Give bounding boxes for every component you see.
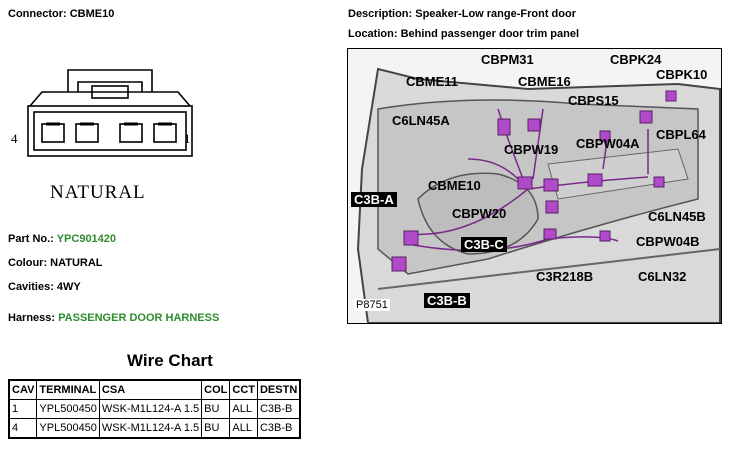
cell-csa: WSK-M1L124-A 1.5 bbox=[98, 418, 203, 439]
cell-destn: C3B-B bbox=[256, 399, 301, 419]
callout-c3b-c: C3B-C bbox=[461, 237, 507, 252]
cavities-line: Cavities: 4WY bbox=[8, 281, 81, 293]
part-no-value: YPC901420 bbox=[56, 233, 117, 245]
door-panel-drawing bbox=[356, 67, 721, 323]
cell-cav: 4 bbox=[8, 418, 38, 439]
header-destn: DESTN bbox=[256, 379, 301, 400]
connector-color-caption: NATURAL bbox=[50, 182, 146, 203]
callout-c3b-a: C3B-A bbox=[351, 192, 397, 207]
description-label: Description: bbox=[348, 8, 413, 20]
connector-line: Connector: CBME10 bbox=[8, 8, 114, 20]
cell-terminal: YPL500450 bbox=[36, 399, 100, 419]
connector-label: Connector: bbox=[8, 8, 67, 20]
cell-destn: C3B-B bbox=[256, 418, 301, 439]
callout-cbme16: CBME16 bbox=[518, 74, 571, 89]
callout-cbpw04b: CBPW04B bbox=[636, 234, 700, 249]
callout-cbpw19: CBPW19 bbox=[504, 142, 559, 157]
callout-cbpl64: CBPL64 bbox=[656, 127, 706, 142]
cell-cav: 1 bbox=[8, 399, 38, 419]
connector-value: CBME10 bbox=[69, 8, 115, 20]
part-no-line: Part No.: YPC901420 bbox=[8, 233, 116, 245]
description-line: Description: Speaker-Low range-Front doo… bbox=[348, 8, 576, 20]
location-line: Location: Behind passenger door trim pan… bbox=[348, 28, 579, 40]
location-value: Behind passenger door trim panel bbox=[400, 28, 580, 40]
part-no-label: Part No.: bbox=[8, 233, 54, 245]
harness-label: Harness: bbox=[8, 312, 56, 324]
callout-cbpm31: CBPM31 bbox=[481, 52, 534, 67]
harness-value: PASSENGER DOOR HARNESS bbox=[58, 312, 220, 324]
table-row: 1 YPL500450 WSK-M1L124-A 1.5 BU ALL C3B-… bbox=[8, 399, 301, 419]
figure-id: P8751 bbox=[354, 299, 390, 311]
colour-line: Colour: NATURAL bbox=[8, 257, 103, 269]
description-value: Speaker-Low range-Front door bbox=[415, 8, 576, 20]
callout-c3b-b: C3B-B bbox=[424, 293, 470, 308]
callout-c3r218b: C3R218B bbox=[536, 269, 594, 284]
colour-label: Colour: bbox=[8, 257, 48, 269]
header-terminal: TERMINAL bbox=[36, 379, 100, 400]
cavities-label: Cavities: bbox=[8, 281, 54, 293]
pin-right-label: 1 bbox=[184, 131, 191, 146]
cell-col: BU bbox=[201, 418, 231, 439]
location-photo: CBPM31 CBPK24 CBME11 CBME16 CBPK10 CBPS1… bbox=[347, 48, 722, 324]
header-col: COL bbox=[201, 379, 231, 400]
callout-cbme11: CBME11 bbox=[406, 74, 459, 89]
header-cav: CAV bbox=[8, 379, 38, 400]
callout-c6ln45a: C6LN45A bbox=[392, 113, 450, 128]
table-row: 4 YPL500450 WSK-M1L124-A 1.5 BU ALL C3B-… bbox=[8, 418, 301, 439]
callout-c6ln32: C6LN32 bbox=[638, 269, 687, 284]
callout-cbps15: CBPS15 bbox=[568, 93, 619, 108]
cell-cct: ALL bbox=[229, 399, 258, 419]
callout-cbpk24: CBPK24 bbox=[610, 52, 662, 67]
callout-c6ln45b: C6LN45B bbox=[648, 209, 706, 224]
callout-cbpw04a: CBPW04A bbox=[576, 136, 640, 151]
cell-terminal: YPL500450 bbox=[36, 418, 100, 439]
location-label: Location: bbox=[348, 28, 398, 40]
header-csa: CSA bbox=[98, 379, 203, 400]
wire-chart-title: Wire Chart bbox=[127, 351, 213, 370]
harness-line: Harness: PASSENGER DOOR HARNESS bbox=[8, 312, 219, 324]
callout-cbpw20: CBPW20 bbox=[452, 206, 507, 221]
header-cct: CCT bbox=[229, 379, 258, 400]
cell-col: BU bbox=[201, 399, 231, 419]
wire-chart-table: CAV TERMINAL CSA COL CCT DESTN 1 YPL5004… bbox=[8, 379, 302, 439]
wire-chart-header-row: CAV TERMINAL CSA COL CCT DESTN bbox=[8, 379, 301, 400]
connector-face-drawing bbox=[27, 69, 193, 157]
cell-cct: ALL bbox=[229, 418, 258, 439]
pin-left-label: 4 bbox=[11, 131, 18, 146]
cavities-value: 4WY bbox=[56, 281, 81, 293]
colour-value: NATURAL bbox=[50, 257, 103, 269]
callout-cbpk10: CBPK10 bbox=[656, 67, 708, 82]
callout-cbme10: CBME10 bbox=[428, 178, 481, 193]
cell-csa: WSK-M1L124-A 1.5 bbox=[98, 399, 203, 419]
